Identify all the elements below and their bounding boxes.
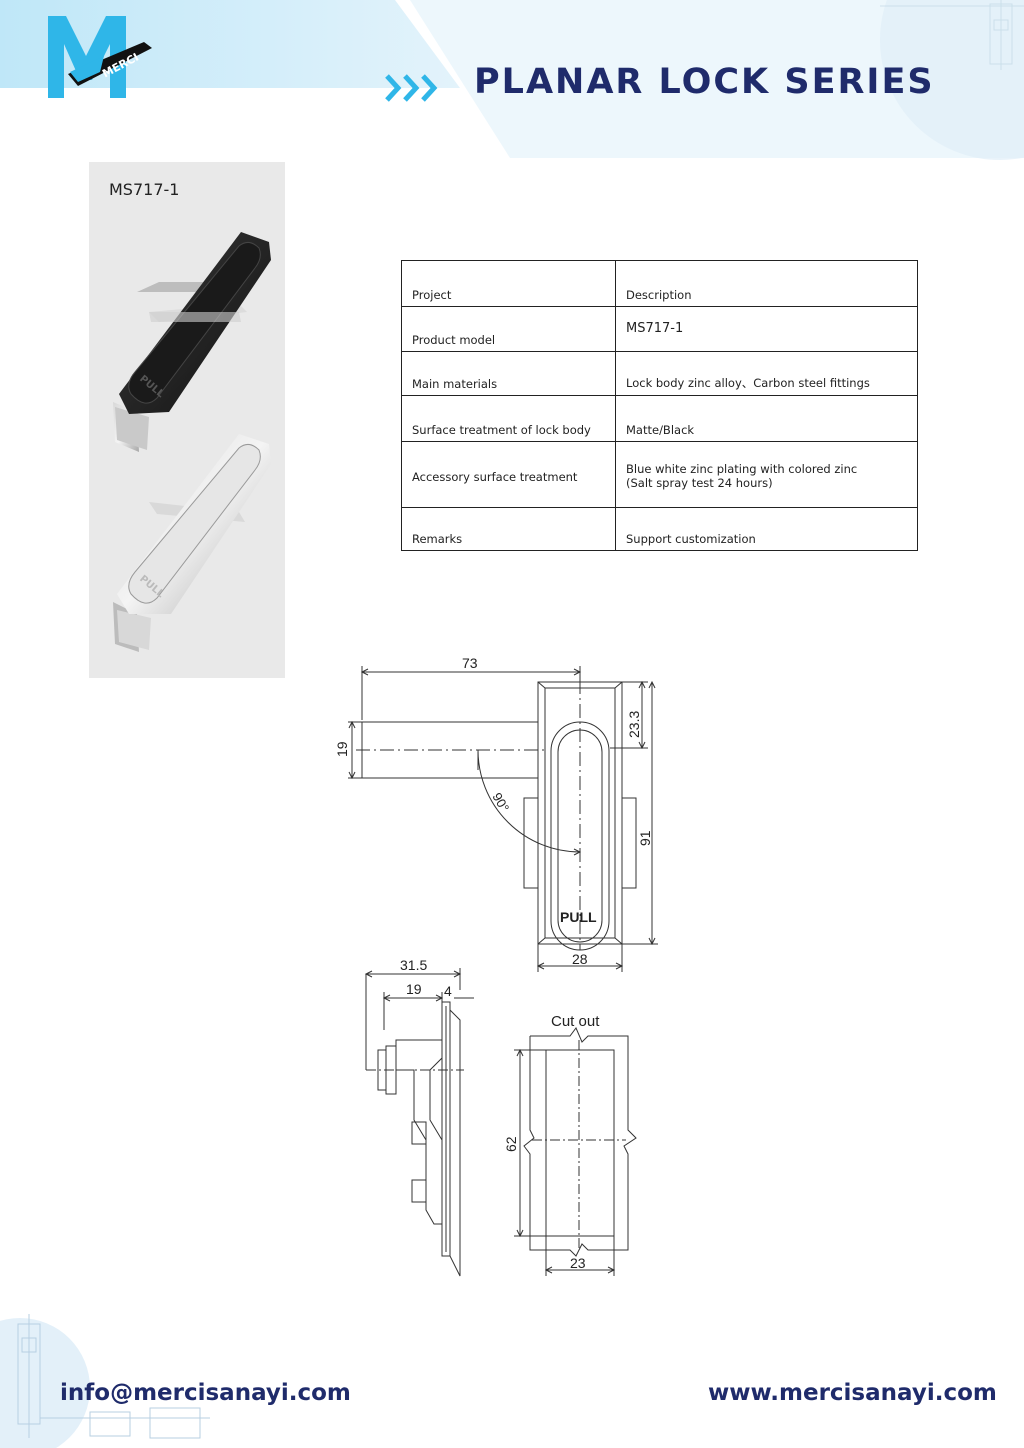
- silver-lock: PULL: [113, 434, 271, 652]
- page-title: PLANAR LOCK SERIES: [474, 62, 935, 102]
- dim-depth-body: 19: [406, 981, 422, 997]
- dim-angle: 90°: [489, 790, 512, 815]
- cutout-view: Cut out 62 23: [503, 1013, 637, 1276]
- table-cell-description: Blue white zinc plating with colored zin…: [615, 441, 918, 508]
- chevron-arrows-icon: [385, 74, 438, 102]
- dim-width: 28: [572, 951, 588, 967]
- front-view: 73 19 PULL 90°: [334, 655, 658, 972]
- description-line-1: Blue white zinc plating with colored zin…: [626, 461, 858, 476]
- table-cell-description: Matte/Black: [615, 395, 918, 442]
- website-link[interactable]: www.mercisanayi.com: [708, 1380, 997, 1406]
- table-row: Surface treatment of lock body Matte/Bla…: [401, 395, 918, 442]
- dim-depth-overall: 31.5: [400, 957, 427, 973]
- description-line-2: (Salt spray test 24 hours): [626, 475, 773, 490]
- table-cell-project: Surface treatment of lock body: [401, 395, 616, 442]
- black-lock: PULL: [113, 232, 271, 452]
- dim-width-overall: 73: [462, 655, 478, 671]
- technical-drawing: 73 19 PULL 90°: [334, 655, 658, 1277]
- table-row: Product model MS717-1: [401, 306, 918, 352]
- contact-email-link[interactable]: info@mercisanayi.com: [60, 1380, 351, 1406]
- table-row: Main materials Lock body zinc alloy、Carb…: [401, 351, 918, 396]
- table-row: Remarks Support customization: [401, 507, 918, 551]
- dim-cutout-height: 62: [503, 1136, 519, 1152]
- dim-cutout-width: 23: [570, 1255, 586, 1271]
- spec-table: Project Description Product model MS717-…: [401, 260, 918, 551]
- merci-logo: MERCI: [48, 16, 152, 98]
- side-view: 31.5 19 4: [364, 957, 474, 1277]
- table-cell-description: MS717-1: [615, 306, 918, 352]
- dim-height: 91: [637, 830, 653, 846]
- footer-decoration: [0, 1314, 210, 1448]
- dim-plate: 4: [444, 983, 452, 999]
- table-cell-description: Support customization: [615, 507, 918, 551]
- table-cell-project: Accessory surface treatment: [401, 441, 616, 508]
- table-row: Accessory surface treatment Blue white z…: [401, 441, 918, 508]
- table-header-description: Description: [615, 260, 918, 307]
- table-header-project: Project: [401, 260, 616, 307]
- cutout-label: Cut out: [551, 1013, 600, 1030]
- table-cell-description: Lock body zinc alloy、Carbon steel fittin…: [615, 351, 918, 396]
- table-cell-project: Remarks: [401, 507, 616, 551]
- dim-handle-height: 19: [334, 741, 350, 757]
- product-photo-panel: MS717-1 PULL: [89, 162, 285, 678]
- table-row: Project Description: [401, 260, 918, 307]
- product-image: PULL PULL: [113, 232, 271, 652]
- table-cell-project: Product model: [401, 306, 616, 352]
- front-imprint: PULL: [560, 909, 597, 925]
- dim-top-offset: 23.3: [626, 711, 642, 738]
- product-model-label: MS717-1: [109, 180, 180, 199]
- table-cell-project: Main materials: [401, 351, 616, 396]
